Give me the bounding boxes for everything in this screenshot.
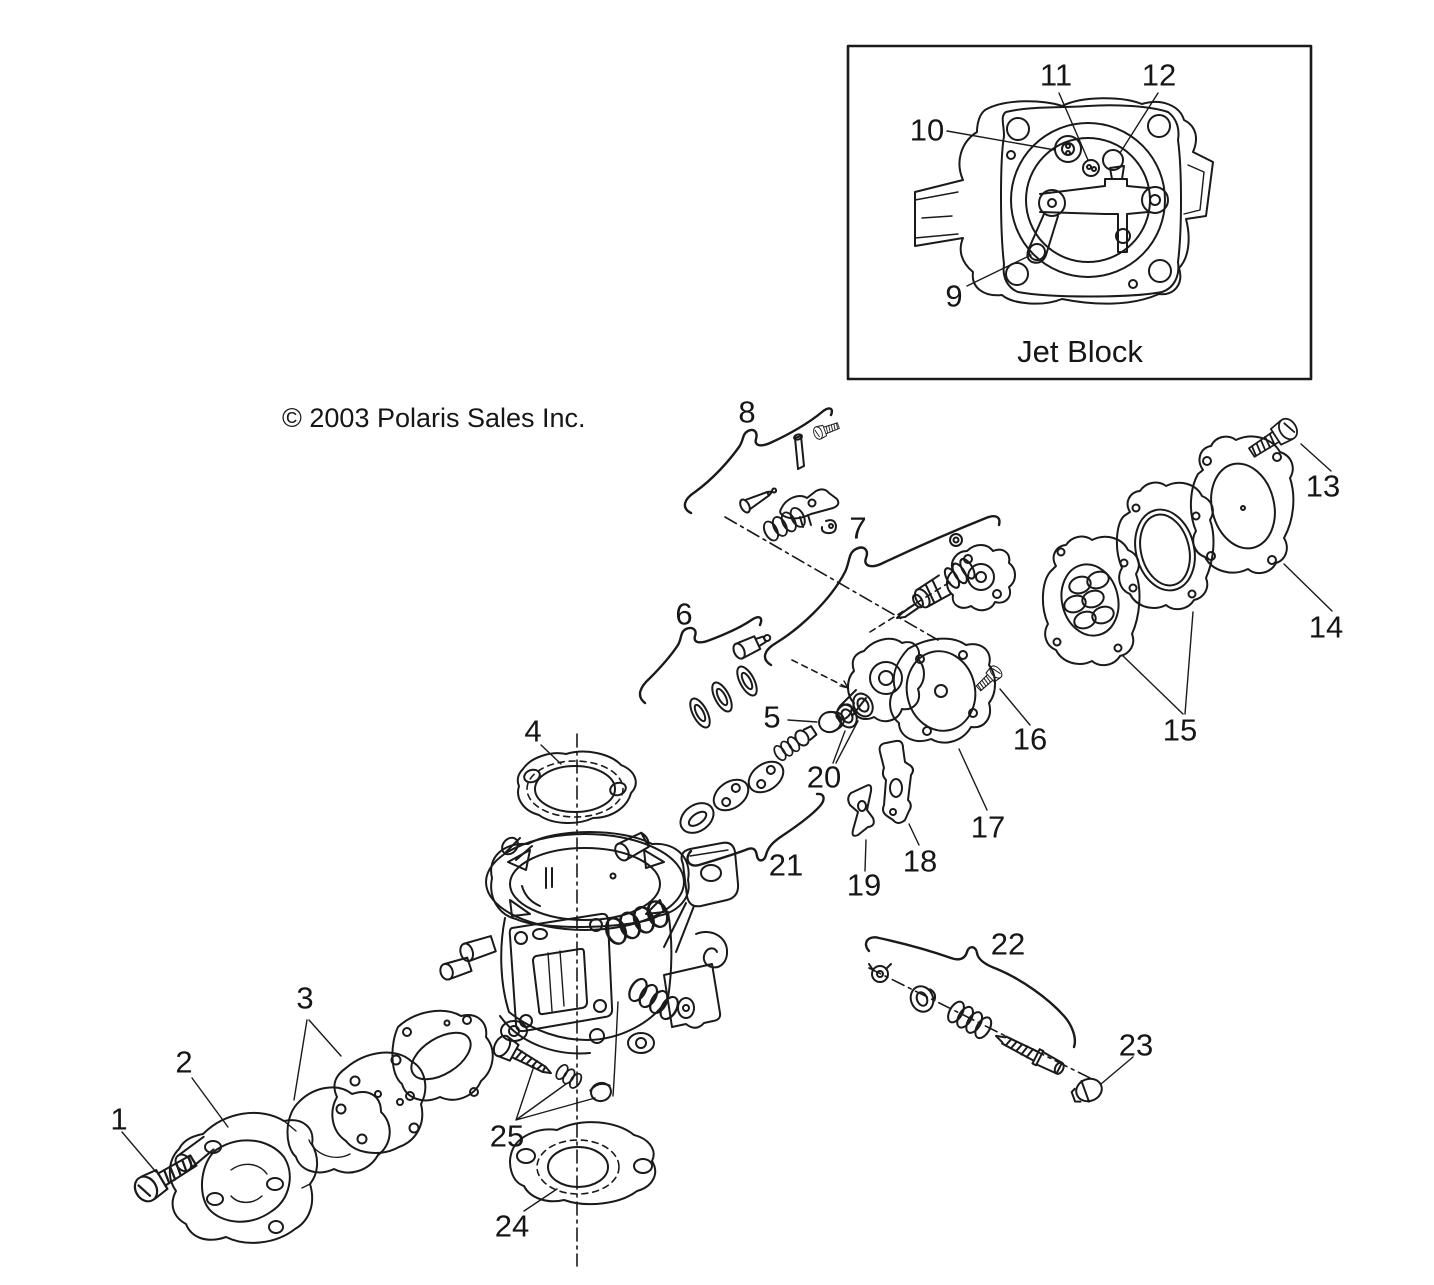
- shaft-group-8-drawing: [683, 407, 939, 641]
- callout-11: 11: [1039, 57, 1073, 93]
- callout-24: 24: [494, 1208, 530, 1244]
- needle-valve-7-drawing: [763, 515, 1016, 667]
- lever-18-drawing: [878, 739, 920, 846]
- callout-7: 7: [849, 510, 867, 546]
- diaphragm-gaskets-15-drawing: [1042, 481, 1215, 715]
- callout-8: 8: [738, 394, 756, 430]
- screw-13-drawing: [1244, 414, 1332, 472]
- callout-21: 21: [768, 847, 804, 883]
- jet-set-25-drawing: [492, 1034, 612, 1121]
- callout-3: 3: [296, 980, 314, 1016]
- screw-16-drawing: [973, 663, 1031, 726]
- callout-23: 23: [1118, 1027, 1154, 1063]
- callout-10: 10: [909, 112, 945, 148]
- jet-block-inset-drawing: [846, 44, 1313, 381]
- callout-15: 15: [1162, 712, 1198, 748]
- carburetor-body-drawing: [439, 831, 740, 1097]
- callout-22: 22: [990, 926, 1026, 962]
- clip-set-6-drawing: [638, 616, 772, 732]
- jet-block-body-17-drawing: [835, 637, 996, 811]
- copyright-notice: © 2003 Polaris Sales Inc.: [282, 403, 586, 433]
- callout-25: 25: [489, 1118, 525, 1154]
- callout-12: 12: [1141, 57, 1177, 93]
- callout-13: 13: [1305, 468, 1341, 504]
- callout-17: 17: [970, 809, 1006, 845]
- callout-16: 16: [1012, 721, 1048, 757]
- flange-gasket-24-drawing: [509, 1121, 657, 1212]
- callout-1: 1: [110, 1101, 128, 1137]
- flange-gasket-4-drawing: [516, 744, 637, 824]
- callout-4: 4: [524, 713, 542, 749]
- callout-5: 5: [763, 699, 781, 735]
- screw-1-drawing: [121, 1131, 202, 1207]
- callout-20: 20: [806, 759, 842, 795]
- callout-18: 18: [902, 843, 938, 879]
- callout-2: 2: [175, 1044, 193, 1080]
- callout-9: 9: [945, 278, 963, 314]
- callout-19: 19: [846, 867, 882, 903]
- lever-19-drawing: [847, 784, 875, 872]
- inset-title: Jet Block: [1017, 334, 1143, 369]
- cap-23-drawing: [1070, 1056, 1134, 1103]
- gasket-set-21-drawing: [679, 725, 825, 867]
- fuel-pump-cover-2-drawing: [168, 1077, 318, 1244]
- callout-6: 6: [675, 596, 693, 632]
- callout-14: 14: [1308, 609, 1344, 645]
- pump-gaskets-3-drawing: [286, 1009, 494, 1174]
- adjuster-assembly-22-drawing: [864, 936, 1095, 1081]
